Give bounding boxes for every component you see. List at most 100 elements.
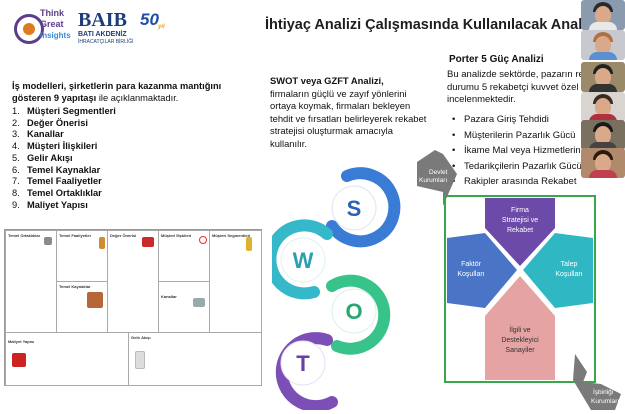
participant-face bbox=[595, 36, 611, 54]
truck-icon bbox=[193, 298, 205, 307]
segment-label: Sanayiler bbox=[505, 347, 535, 354]
porter-intro: Bu analizde sektörde, pazarın re durumu … bbox=[447, 69, 617, 107]
canvas-key-resources: Temel Kaynaklar bbox=[56, 281, 108, 333]
logo-text: yıl bbox=[158, 24, 165, 30]
globe-icon bbox=[14, 14, 44, 44]
segment-label: Firma bbox=[511, 207, 529, 214]
swot-heading: SWOT veya GZFT Analizi, bbox=[270, 75, 384, 86]
segment-label: Koşulları bbox=[555, 271, 582, 278]
list-label: Temel Kaynaklar bbox=[27, 164, 101, 175]
gift-icon bbox=[142, 237, 154, 247]
list-item: İkame Mal veya Hizmetlerin bbox=[452, 143, 582, 159]
swot-s-circle: S bbox=[326, 167, 401, 248]
list-number: 5. bbox=[12, 152, 20, 163]
participant-face bbox=[595, 68, 611, 86]
participant-face bbox=[595, 154, 611, 172]
porter-diamond-diagram: Devlet Kurumları Firma Stratejisi ve Rek… bbox=[417, 150, 621, 410]
business-model-intro: İş modelleri, şirketlerin para kazanma m… bbox=[12, 80, 262, 104]
participant-face bbox=[595, 98, 611, 116]
logo-text: İHRACATÇILAR BİRLİĞİ bbox=[78, 39, 134, 45]
arrow-label: Devlet bbox=[429, 169, 448, 176]
list-item: 9.Maliyet Yapısı bbox=[12, 200, 262, 212]
list-number: 7. bbox=[12, 176, 20, 187]
arrow-label: İşbirliği bbox=[593, 387, 613, 396]
swot-w-circle: W bbox=[272, 219, 333, 300]
list-number: 3. bbox=[12, 129, 20, 140]
porter-intro-line: incelenmektedir. bbox=[447, 94, 516, 105]
video-participants-strip bbox=[577, 0, 625, 182]
participant-tile[interactable] bbox=[581, 120, 625, 150]
canvas-channels: Kanallar bbox=[158, 281, 210, 333]
logo-text: Insights bbox=[40, 31, 71, 40]
participant-body bbox=[589, 52, 617, 60]
logo-text: BATI AKDENİZ bbox=[78, 31, 127, 38]
participant-body bbox=[589, 114, 617, 122]
list-item: 3. Kanallar bbox=[12, 129, 262, 141]
list-number: 8. bbox=[12, 187, 20, 198]
canvas-label: Değer Önerisi bbox=[110, 233, 137, 238]
list-item: 1.Müşteri Segmentleri bbox=[12, 106, 262, 118]
isbirligi-arrow: İşbirliği Kurumları bbox=[573, 354, 621, 410]
canvas-revenue-streams: Gelir Akışı bbox=[128, 332, 262, 386]
canvas-label: Kanallar bbox=[161, 294, 177, 299]
list-item: Tedarikçilerin Pazarlık Gücü bbox=[452, 159, 582, 175]
list-item: 2. Değer Önerisi bbox=[12, 118, 262, 130]
porter-frame bbox=[444, 195, 596, 383]
person-icon bbox=[246, 237, 252, 251]
baib-logo: BAIB BATI AKDENİZ İHRACATÇILAR BİRLİĞİ bbox=[78, 10, 166, 50]
logo-text: 50 bbox=[140, 10, 159, 29]
segment-label: İlgili ve bbox=[509, 325, 531, 334]
swot-graphic: S W O T bbox=[272, 167, 401, 410]
intro-rest-text: ile açıklanmaktadır. bbox=[96, 93, 179, 103]
heart-icon bbox=[199, 236, 207, 244]
list-item: 6. Temel Kaynaklar bbox=[12, 165, 262, 177]
porter-right-segment: Talep Koşulları bbox=[523, 233, 593, 308]
arrow-label: Kurumları bbox=[591, 398, 619, 405]
canvas-label: Müşteri Segmentleri bbox=[212, 233, 251, 238]
canvas-label: Gelir Akışı bbox=[131, 335, 151, 340]
participant-tile[interactable] bbox=[581, 62, 625, 92]
list-number: 2. bbox=[12, 117, 20, 128]
arrow-label: Kurumları bbox=[419, 177, 447, 184]
participant-tile[interactable] bbox=[581, 0, 625, 30]
list-label: Değer Önerisi bbox=[27, 117, 88, 128]
porter-top-segment: Firma Stratejisi ve Rekabet bbox=[485, 198, 555, 266]
swot-o-circle: O bbox=[326, 274, 391, 355]
porter-list: Pazara Giriş Tehdidi Müşterilerin Pazarl… bbox=[452, 112, 582, 190]
canvas-value-proposition: Değer Önerisi bbox=[107, 230, 159, 333]
canvas-customer-segments: Müşteri Segmentleri bbox=[209, 230, 262, 333]
porter-intro-line: durumu 5 rekabetçi kuvvet özel bbox=[447, 81, 579, 93]
canvas-label: Temel Ortaklıklar bbox=[8, 233, 41, 238]
business-model-list: 1.Müşteri Segmentleri 2. Değer Önerisi 3.… bbox=[12, 106, 262, 211]
participant-tile[interactable] bbox=[581, 30, 625, 60]
canvas-label: Maliyet Yapısı bbox=[8, 339, 35, 344]
participant-tile[interactable] bbox=[581, 148, 625, 178]
list-label: Müşteri Segmentleri bbox=[27, 106, 116, 116]
segment-label: Rekabet bbox=[507, 227, 533, 234]
segment-label: Stratejisi ve bbox=[502, 217, 538, 224]
segment-label: Destekleyici bbox=[501, 337, 539, 344]
swot-letter-s: S bbox=[347, 196, 362, 221]
business-model-canvas: Temel Ortaklıklar Temel Faaliyetler Teme… bbox=[4, 229, 262, 386]
intro-bold-text: İş modelleri, şirketlerin para kazanma m… bbox=[12, 81, 222, 103]
list-item: Pazara Giriş Tehdidi bbox=[452, 112, 582, 128]
participant-body bbox=[589, 22, 617, 30]
canvas-key-activities: Temel Faaliyetler bbox=[56, 230, 108, 282]
cost-icon bbox=[12, 353, 26, 367]
think-great-insights-logo: Think Great Insights bbox=[14, 8, 74, 48]
list-number: 6. bbox=[12, 164, 20, 175]
porter-intro-line: Bu analizde sektörde, pazarın re bbox=[447, 69, 584, 80]
porter-bottom-segment: İlgili ve Destekleyici Sanayiler bbox=[485, 276, 555, 380]
participant-face bbox=[595, 6, 611, 24]
list-item: Müşterilerin Pazarlık Gücü bbox=[452, 128, 582, 144]
list-label: Kanallar bbox=[27, 129, 64, 140]
porter-left-segment: Faktör Koşulları bbox=[447, 233, 517, 308]
canvas-label: Temel Kaynaklar bbox=[59, 284, 91, 289]
list-number: 9. bbox=[12, 199, 20, 210]
canvas-label: Temel Faaliyetler bbox=[59, 233, 92, 238]
list-number: 4. bbox=[12, 141, 20, 152]
participant-tile[interactable] bbox=[581, 92, 625, 122]
swot-letter-o: O bbox=[345, 299, 362, 324]
logo-text: BAIB bbox=[78, 9, 127, 31]
list-label: Gelir Akışı bbox=[27, 152, 73, 163]
